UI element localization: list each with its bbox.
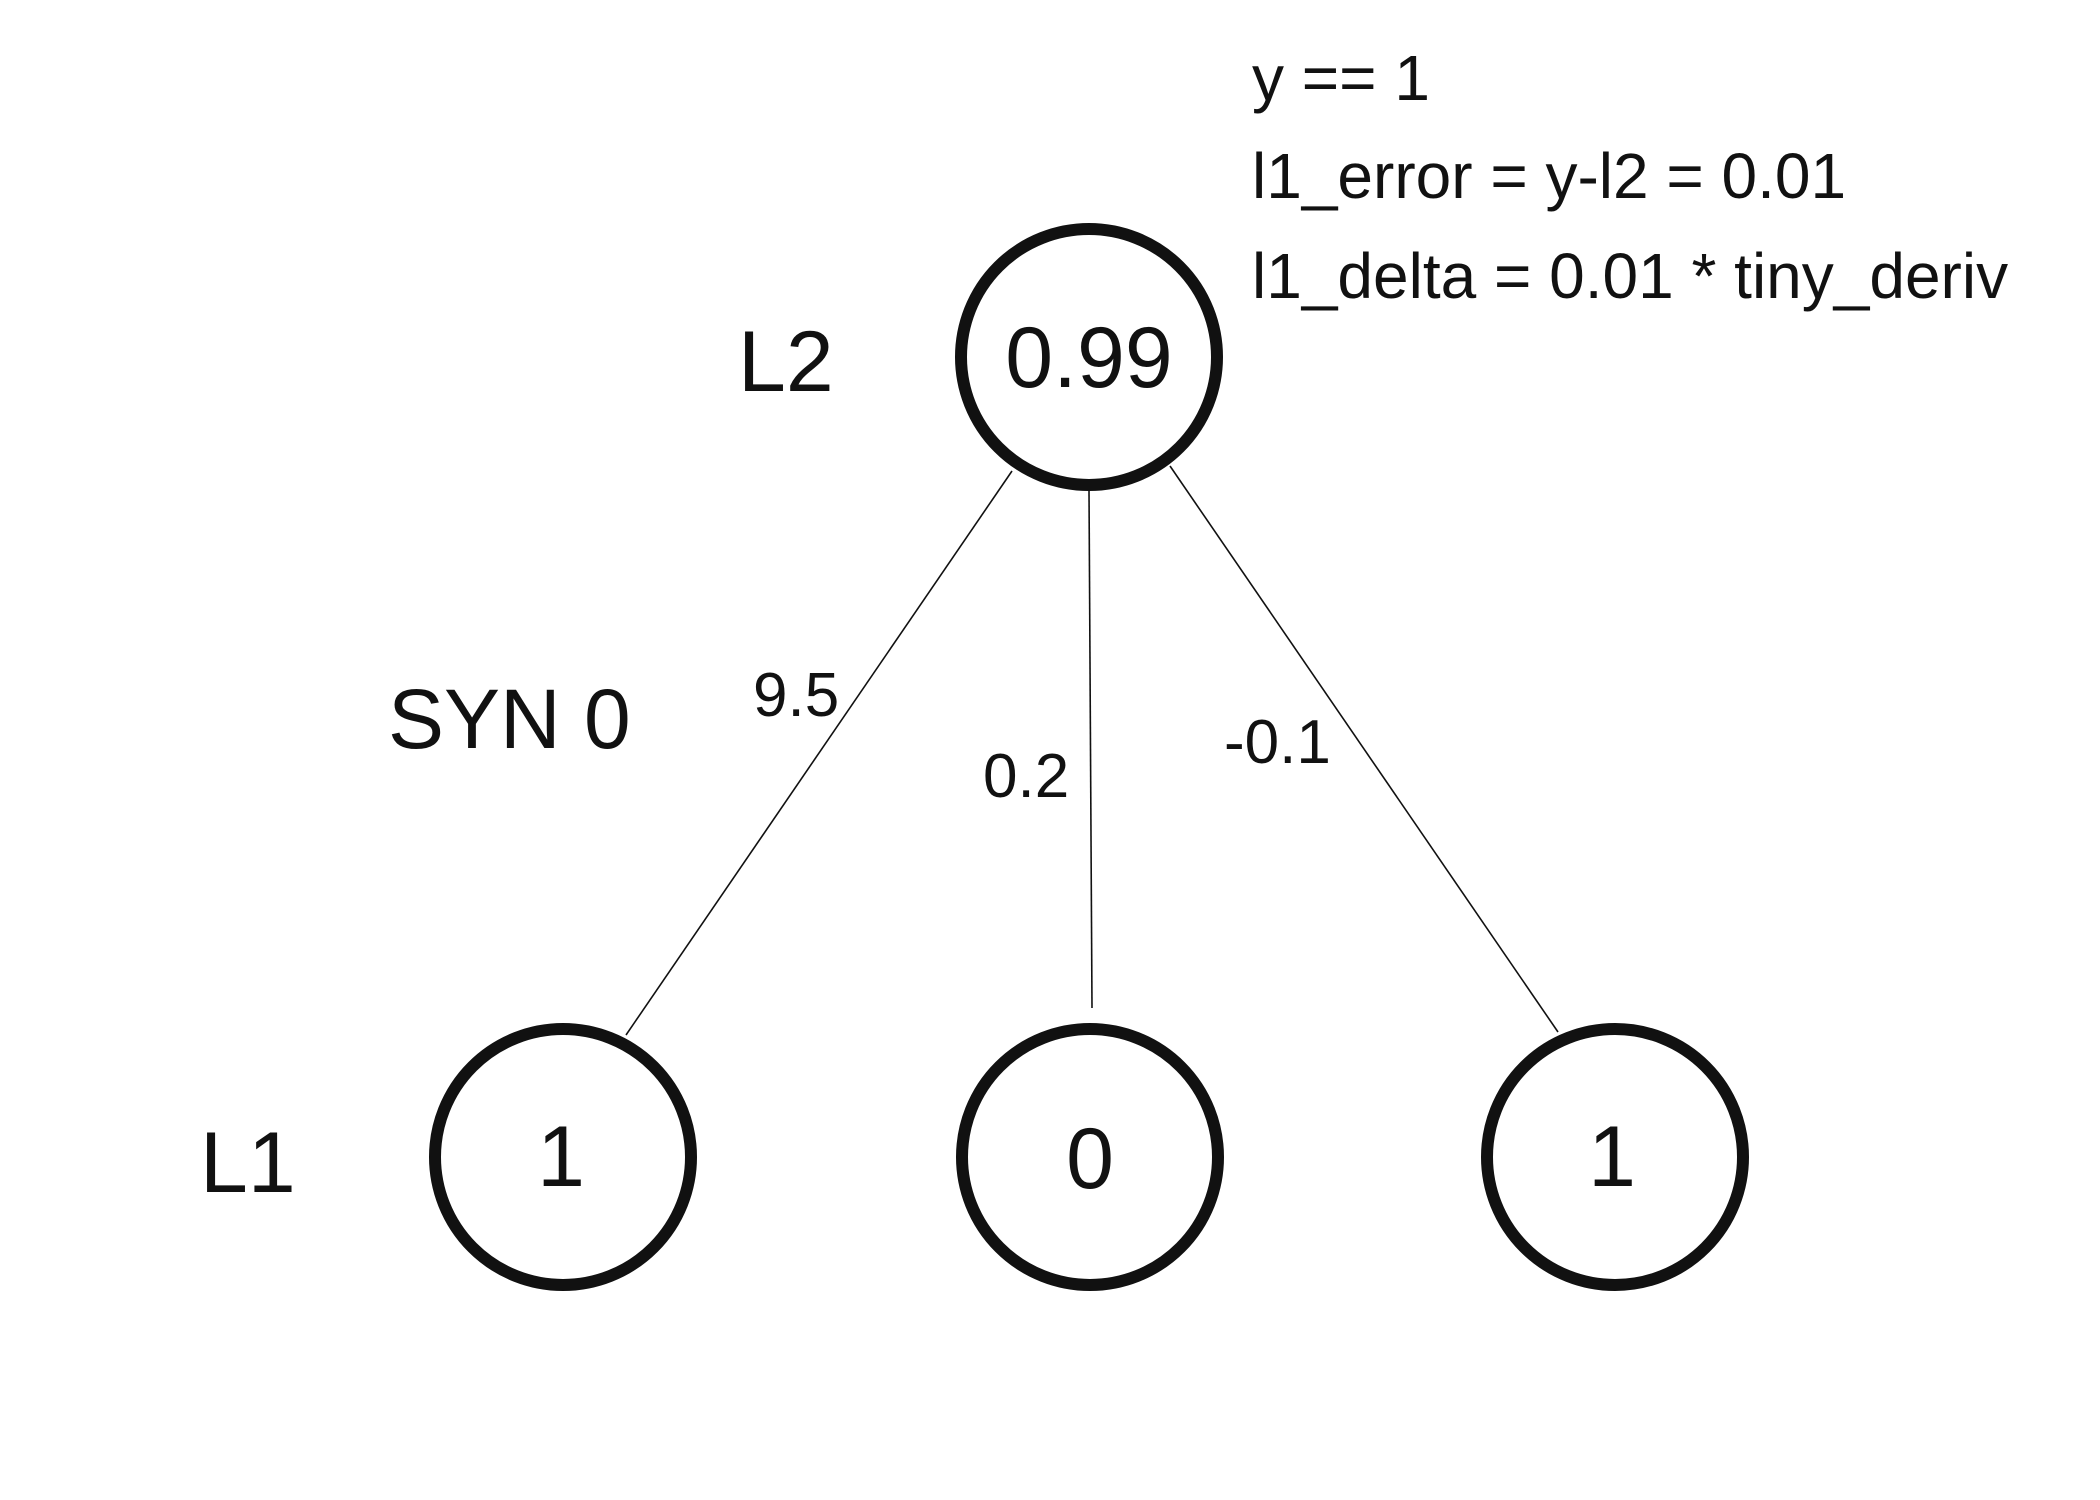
weight-label-1: 9.5 <box>753 661 839 730</box>
l1-node-2-value: 0 <box>1066 1111 1114 1207</box>
l2-node-value: 0.99 <box>1005 310 1172 406</box>
synapse-edge-1 <box>625 470 1013 1036</box>
l2-layer-label: L2 <box>738 314 834 410</box>
note-line-3: l1_delta = 0.01 * tiny_deriv <box>1252 240 2008 312</box>
note-line-2: l1_error = y-l2 = 0.01 <box>1252 140 1846 212</box>
synapse-edge-2 <box>1088 489 1093 1009</box>
syn0-label: SYN 0 <box>388 672 631 766</box>
weight-label-2: 0.2 <box>983 742 1069 811</box>
l1-node-2: 0 <box>956 1023 1224 1291</box>
synapse-edge-3 <box>1169 465 1559 1033</box>
l1-layer-label: L1 <box>200 1115 296 1211</box>
l1-node-1: 1 <box>429 1023 697 1291</box>
l1-node-1-circle <box>429 1023 697 1291</box>
l2-node-circle <box>955 223 1223 491</box>
l1-node-2-circle <box>956 1023 1224 1291</box>
l1-node-3-value: 1 <box>1588 1109 1636 1205</box>
weight-label-3: -0.1 <box>1224 708 1331 777</box>
note-line-1: y == 1 <box>1252 42 1430 114</box>
l1-node-3-circle <box>1481 1023 1749 1291</box>
l1-node-1-value: 1 <box>537 1109 585 1205</box>
l1-node-3: 1 <box>1481 1023 1749 1291</box>
l2-node: 0.99 <box>955 223 1223 491</box>
